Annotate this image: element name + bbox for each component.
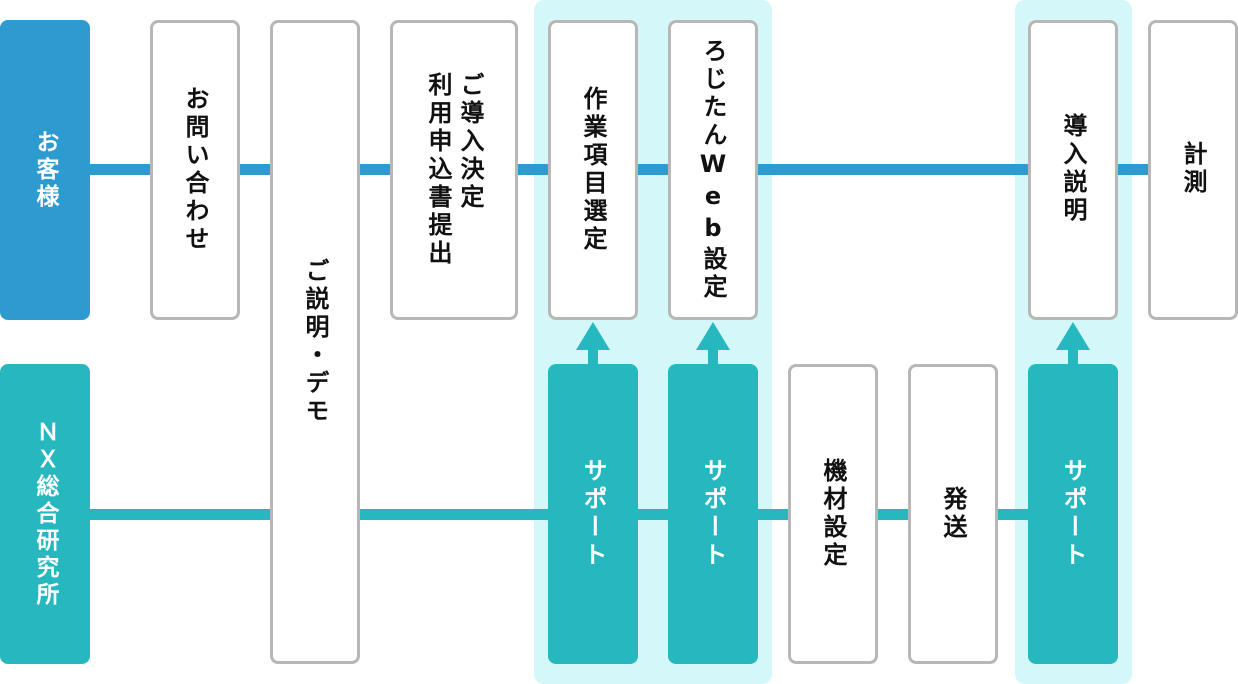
step-decision-application-label: ご導入決定 利用申込書提出 [424, 72, 484, 268]
step-task-selection: 作業項目選定 [548, 20, 638, 320]
step-support-1-label: サポート [579, 458, 607, 570]
step-support-1: サポート [548, 364, 638, 664]
step-explanation-demo-label: ご説明・デモ [301, 258, 329, 426]
step-web-setup: ろじたんWeb設定 [668, 20, 758, 320]
arrow-up-icon [576, 322, 610, 350]
step-shipping: 発送 [908, 364, 998, 664]
step-explanation-demo: ご説明・デモ [270, 20, 360, 664]
step-support-3-label: サポート [1059, 458, 1087, 570]
actor-customer: お客様 [0, 20, 90, 320]
step-support-3: サポート [1028, 364, 1118, 664]
step-measurement: 計測 [1148, 20, 1238, 320]
arrow-up-icon [1056, 322, 1090, 350]
step-task-selection-label: 作業項目選定 [579, 86, 607, 254]
actor-customer-label: お客様 [32, 129, 58, 211]
actor-nx: ＮＸ総合研究所 [0, 364, 90, 664]
arrow-up-icon [696, 322, 730, 350]
arrow-stem-1 [588, 346, 598, 366]
step-shipping-label: 発送 [939, 486, 967, 542]
step-web-setup-label: ろじたんWeb設定 [699, 38, 727, 302]
actor-nx-label: ＮＸ総合研究所 [32, 419, 58, 609]
step-device-setup-label: 機材設定 [819, 458, 847, 570]
step-inquiry: お問い合わせ [150, 20, 240, 320]
step-support-2: サポート [668, 364, 758, 664]
step-measurement-label: 計測 [1179, 141, 1207, 197]
step-intro-explanation-label: 導入説明 [1059, 113, 1087, 225]
arrow-stem-3 [1068, 346, 1078, 366]
step-decision-application: ご導入決定 利用申込書提出 [390, 20, 518, 320]
step-intro-explanation: 導入説明 [1028, 20, 1118, 320]
step-inquiry-label: お問い合わせ [181, 86, 209, 254]
step-device-setup: 機材設定 [788, 364, 878, 664]
arrow-stem-2 [708, 346, 718, 366]
step-support-2-label: サポート [699, 458, 727, 570]
